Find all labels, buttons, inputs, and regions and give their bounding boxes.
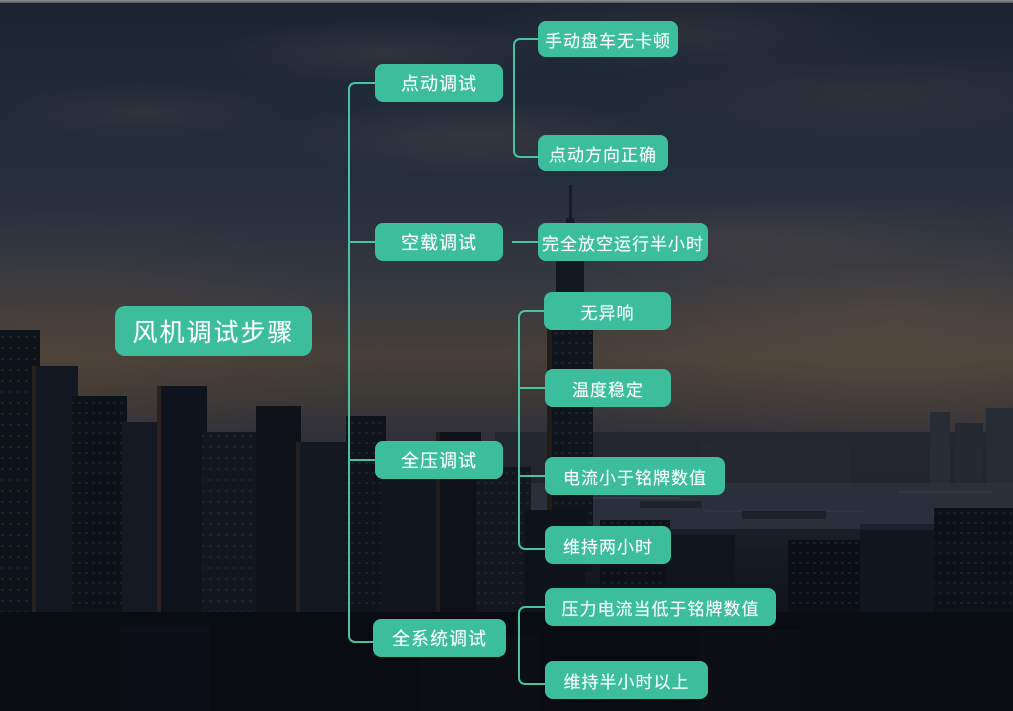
connector-jog-test-bracket: [513, 38, 540, 158]
leaf-node-current-below-nameplate[interactable]: 电流小于铭牌数值: [545, 457, 725, 495]
leaf-node-manual-turning-smooth[interactable]: 手动盘车无卡顿: [538, 21, 678, 57]
connector-full-system-bracket: [518, 606, 547, 685]
root-node-fan-commissioning-steps[interactable]: 风机调试步骤: [115, 306, 312, 356]
connector-stub-full-pressure-test: [348, 459, 375, 461]
leaf-node-pressure-current-below-nameplate[interactable]: 压力电流当低于铭牌数值: [545, 588, 776, 626]
connector-stub-current-below-nameplate: [518, 475, 545, 477]
connector-stub-no-load-test: [348, 241, 375, 243]
branch-node-full-pressure-test[interactable]: 全压调试: [375, 441, 503, 479]
background-city-skyline: [0, 185, 1013, 711]
leaf-node-maintain-two-hours[interactable]: 维持两小时: [545, 526, 671, 564]
leaf-node-maintain-half-hour-plus[interactable]: 维持半小时以上: [545, 661, 708, 699]
leaf-node-vent-run-half-hour[interactable]: 完全放空运行半小时: [538, 223, 708, 261]
branch-node-no-load-test[interactable]: 空载调试: [375, 223, 503, 261]
connector-full-pressure-bracket: [518, 310, 547, 550]
leaf-node-temperature-stable[interactable]: 温度稳定: [545, 369, 671, 407]
connector-trunk-bracket: [348, 82, 377, 643]
leaf-node-no-abnormal-noise[interactable]: 无异响: [544, 292, 671, 330]
branch-node-jog-test[interactable]: 点动调试: [375, 64, 503, 102]
connector-stub-temperature-stable: [518, 387, 545, 389]
window-top-edge: [0, 0, 1013, 3]
branch-node-full-system-test[interactable]: 全系统调试: [373, 619, 506, 657]
leaf-node-jog-direction-correct[interactable]: 点动方向正确: [538, 135, 668, 171]
connector-no-load-child: [512, 241, 538, 243]
